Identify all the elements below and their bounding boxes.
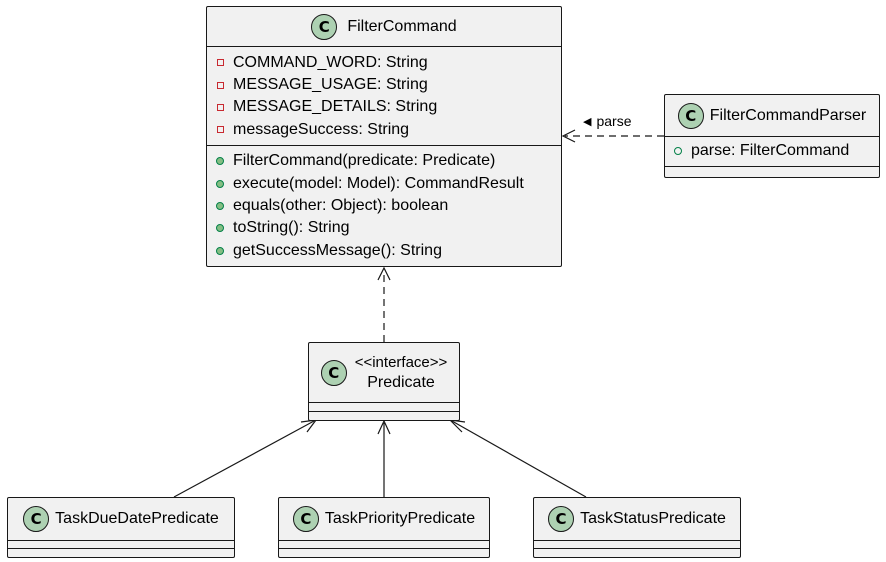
public-visibility-icon: [215, 224, 225, 233]
class-header: C FilterCommand: [207, 7, 561, 48]
class-name: FilterCommand: [347, 17, 457, 35]
class-badge-icon: C: [311, 13, 338, 40]
status-association-arrowhead: [448, 419, 466, 433]
method-row: parse: FilterCommand: [673, 140, 879, 162]
methods-compartment: parse: FilterCommand: [665, 137, 879, 167]
parse-relation-label: ◀ parse: [583, 113, 632, 129]
class-badge-icon: C: [677, 102, 704, 129]
parse-dependency-arrowhead: [561, 129, 576, 143]
empty-compartment: [8, 549, 234, 557]
method-text: parse: FilterCommand: [691, 142, 850, 160]
direction-marker-icon: ◀: [583, 115, 592, 128]
predicate-interface[interactable]: C <<interface>> Predicate: [308, 342, 460, 421]
class-header: C TaskDueDatePredicate: [8, 498, 234, 541]
empty-compartment: [8, 541, 234, 549]
public-visibility-icon: [215, 179, 225, 188]
empty-compartment: [665, 167, 879, 176]
field-text: MESSAGE_USAGE: String: [233, 76, 428, 94]
fields-compartment: COMMAND_WORD: String MESSAGE_USAGE: Stri…: [207, 47, 561, 147]
method-row: getSuccessMessage(): String: [215, 240, 561, 262]
class-name: FilterCommandParser: [709, 106, 867, 124]
task-priority-predicate-class[interactable]: C TaskPriorityPredicate: [278, 497, 490, 558]
method-text: execute(model: Model): CommandResult: [233, 174, 524, 192]
class-name: Predicate: [367, 374, 435, 391]
empty-compartment: [309, 412, 459, 420]
method-text: toString(): String: [233, 219, 350, 237]
class-badge-icon: C: [548, 506, 575, 532]
private-visibility-icon: [215, 103, 225, 111]
field-text: MESSAGE_DETAILS: String: [233, 98, 438, 116]
field-row: MESSAGE_USAGE: String: [215, 74, 561, 96]
method-text: getSuccessMessage(): String: [233, 241, 442, 259]
field-row: messageSuccess: String: [215, 119, 561, 141]
methods-compartment: FilterCommand(predicate: Predicate) exec…: [207, 146, 561, 266]
field-text: messageSuccess: String: [233, 120, 410, 138]
class-header: C <<interface>> Predicate: [309, 343, 459, 403]
method-text: FilterCommand(predicate: Predicate): [233, 152, 496, 170]
method-row: toString(): String: [215, 217, 561, 239]
due-date-association-line: [173, 420, 315, 498]
filter-command-parser-class[interactable]: C FilterCommandParser parse: FilterComma…: [664, 94, 880, 178]
class-badge-icon: C: [292, 506, 319, 532]
empty-compartment: [534, 549, 740, 557]
public-visibility-icon: [215, 202, 225, 211]
empty-compartment: [309, 403, 459, 412]
task-status-predicate-class[interactable]: C TaskStatusPredicate: [533, 497, 741, 558]
status-association-line: [451, 420, 587, 498]
class-header: C TaskPriorityPredicate: [279, 498, 489, 541]
method-row: equals(other: Object): boolean: [215, 195, 561, 217]
class-header: C TaskStatusPredicate: [534, 498, 740, 541]
empty-compartment: [279, 549, 489, 557]
public-visibility-icon: [673, 147, 683, 156]
class-name: TaskDueDatePredicate: [55, 510, 219, 527]
public-visibility-icon: [215, 246, 225, 255]
method-row: FilterCommand(predicate: Predicate): [215, 150, 561, 172]
method-row: execute(model: Model): CommandResult: [215, 172, 561, 194]
field-row: MESSAGE_DETAILS: String: [215, 96, 561, 118]
private-visibility-icon: [215, 81, 225, 89]
empty-compartment: [534, 541, 740, 549]
field-text: COMMAND_WORD: String: [233, 53, 428, 71]
class-badge-icon: C: [23, 506, 50, 532]
filter-command-class[interactable]: C FilterCommand COMMAND_WORD: String MES…: [206, 6, 562, 267]
priority-association-arrowhead: [377, 419, 391, 435]
private-visibility-icon: [215, 59, 225, 67]
parse-label-text: parse: [596, 113, 632, 129]
task-due-date-predicate-class[interactable]: C TaskDueDatePredicate: [7, 497, 235, 558]
class-title: <<interface>> Predicate: [355, 352, 448, 393]
class-badge-icon: C: [320, 359, 347, 386]
class-name: TaskPriorityPredicate: [324, 510, 476, 527]
field-row: COMMAND_WORD: String: [215, 51, 561, 73]
public-visibility-icon: [215, 157, 225, 166]
due-date-association-arrowhead: [300, 419, 318, 433]
predicate-dependency-arrowhead: [377, 266, 391, 281]
stereotype-label: <<interface>>: [354, 354, 448, 371]
method-text: equals(other: Object): boolean: [233, 197, 449, 215]
empty-compartment: [279, 541, 489, 549]
private-visibility-icon: [215, 126, 225, 134]
class-header: C FilterCommandParser: [665, 95, 879, 137]
class-name: TaskStatusPredicate: [580, 510, 726, 527]
